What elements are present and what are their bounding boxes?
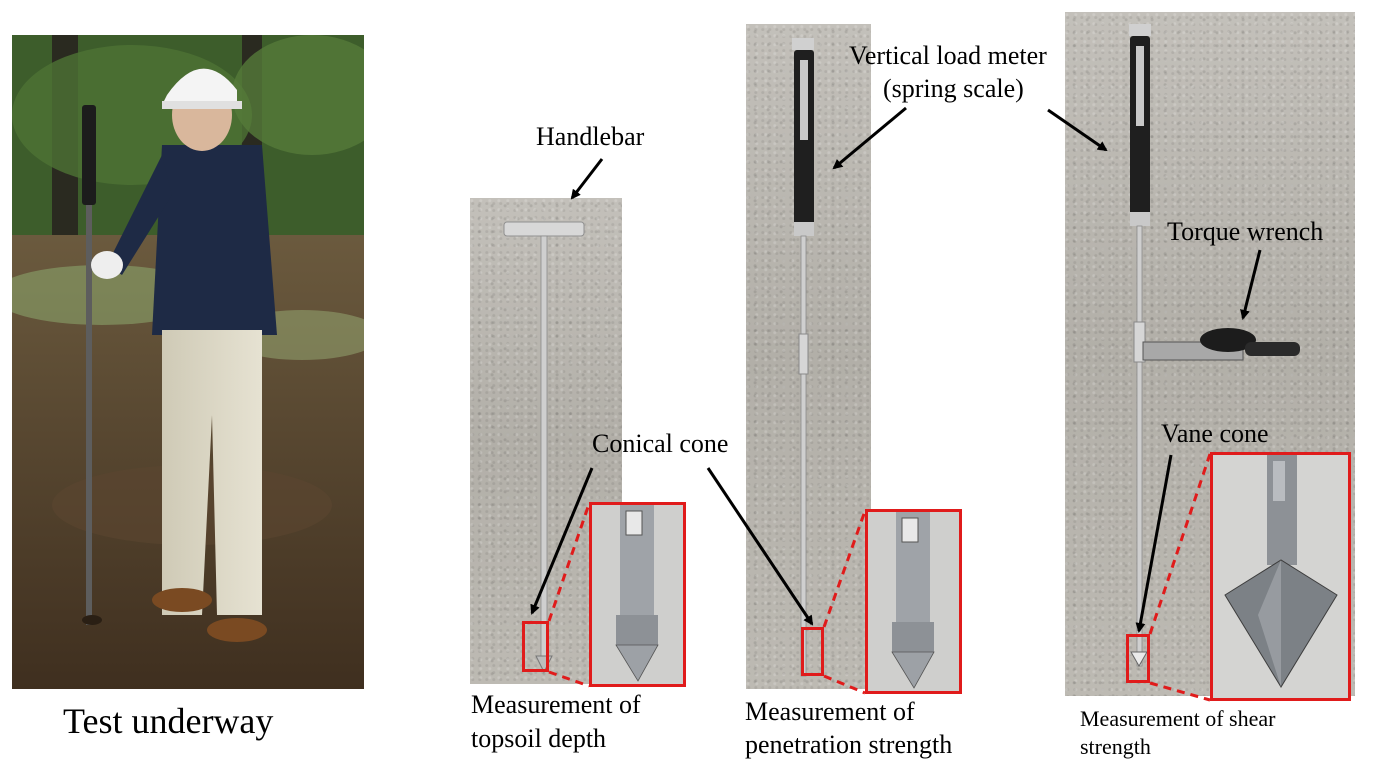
conical-cone-arrow-penetration — [706, 467, 814, 626]
penetration-conical-cone-inset — [865, 509, 962, 694]
torque-wrench-arrow — [1240, 249, 1262, 320]
test-underway-caption: Test underway — [63, 701, 274, 741]
conical-cone-label: Conical cone — [592, 429, 729, 458]
handlebar-arrow — [570, 158, 604, 200]
topsoil-dashed-top — [547, 503, 591, 622]
vane-cone-arrow — [1135, 454, 1173, 633]
vertical-load-meter-arrow-1 — [832, 106, 907, 170]
conical-cone-closeup-2 — [868, 512, 959, 691]
topsoil-caption-line2: topsoil depth — [471, 724, 607, 753]
penetration-cone-highlight — [801, 627, 824, 676]
topsoil-cone-highlight — [522, 621, 549, 672]
conical-cone-arrow-topsoil — [530, 467, 594, 615]
field-scene-illustration — [12, 35, 364, 689]
handlebar-label: Handlebar — [536, 122, 645, 151]
torque-wrench-label: Torque wrench — [1167, 217, 1324, 246]
vane-dashed-top — [1148, 453, 1212, 635]
vane-cone-inset — [1210, 452, 1351, 701]
shear-tool-rod — [1129, 24, 1300, 668]
spring-scale-label: (spring scale) — [883, 74, 1024, 103]
topsoil-caption-line1: Measurement of — [471, 690, 641, 719]
vane-cone-label: Vane cone — [1161, 419, 1269, 448]
vane-cone-highlight — [1126, 634, 1150, 683]
shear-caption-line2: strength — [1080, 734, 1151, 759]
topsoil-dashed-bottom — [548, 670, 590, 688]
conical-cone-closeup — [592, 505, 683, 684]
vertical-load-meter-arrow-2 — [1047, 108, 1108, 152]
penetration-tool-rod — [792, 38, 814, 677]
vane-dashed-bottom — [1149, 681, 1211, 702]
test-underway-photo — [12, 35, 364, 689]
topsoil-tool-rod — [503, 221, 585, 674]
penetration-dashed-top — [822, 510, 867, 628]
shear-caption-line1: Measurement of shear — [1080, 706, 1276, 731]
vertical-load-meter-label: Vertical load meter — [849, 41, 1047, 70]
penetration-caption-line2: penetration strength — [745, 730, 953, 759]
penetration-caption-line1: Measurement of — [745, 697, 915, 726]
topsoil-conical-cone-inset — [589, 502, 686, 687]
vane-cone-closeup — [1213, 455, 1348, 698]
penetration-dashed-bottom — [823, 674, 866, 695]
